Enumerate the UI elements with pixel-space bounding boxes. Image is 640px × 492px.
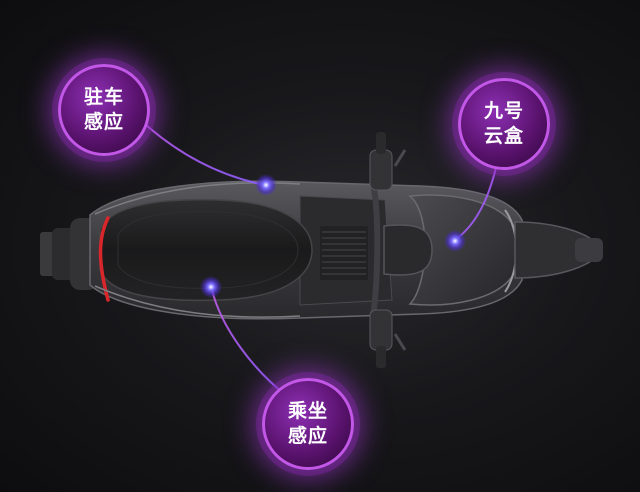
ride-sensor-label-line1: 乘坐 <box>287 400 328 423</box>
ride-sensor-dot <box>200 276 222 298</box>
park-sensor-label-line2: 感应 <box>83 111 124 133</box>
ninebot-box-label-line2: 云盒 <box>483 125 524 147</box>
tail-light <box>98 216 110 302</box>
ride-sensor-label-line2: 感应 <box>287 425 328 447</box>
ninebot-box-dot <box>444 230 466 252</box>
ninebot-box-badge: 九号 云盒 <box>458 78 550 170</box>
park-sensor-badge: 驻车 感应 <box>58 64 150 156</box>
seat <box>99 198 313 302</box>
park-sensor-dot <box>255 174 277 196</box>
ninebot-box-label-line1: 九号 <box>483 100 524 123</box>
handlebar <box>369 132 433 368</box>
ride-sensor-badge: 乘坐 感应 <box>262 378 354 470</box>
park-sensor-label-line1: 驻车 <box>83 86 124 109</box>
